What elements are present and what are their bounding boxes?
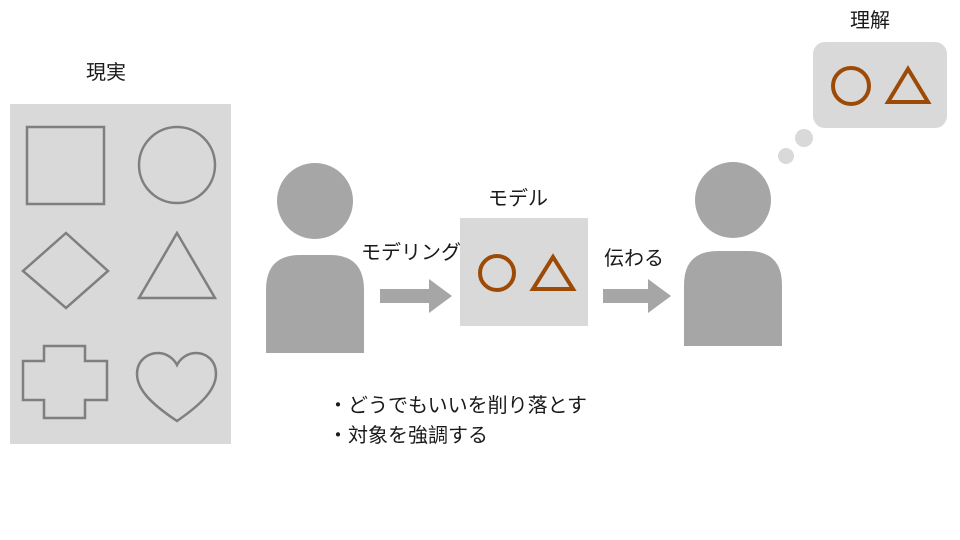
understanding-title: 理解 [850, 8, 890, 32]
note-item: ・対象を強調する [328, 423, 488, 447]
understanding-bubble [813, 42, 947, 128]
right-person-head [695, 162, 771, 238]
reality-title: 現実 [86, 60, 126, 84]
model-triangle-icon [529, 253, 577, 291]
understanding-circle-icon [831, 66, 871, 106]
circle-shape [137, 125, 217, 205]
right-person-body [684, 251, 782, 346]
understanding-triangle-icon [884, 65, 932, 104]
thought-dot-small [778, 148, 794, 164]
left-person-head [277, 163, 353, 239]
square-shape [25, 125, 106, 206]
model-title: モデル [488, 186, 548, 210]
triangle-shape [136, 230, 218, 300]
reality-panel [10, 104, 231, 444]
left-person-body [266, 255, 364, 353]
modeling-arrow [380, 279, 452, 313]
cross-shape [21, 344, 109, 420]
notes-list: ・どうでもいいを削り落とす ・対象を強調する [328, 390, 587, 450]
transmit-arrow [603, 279, 671, 313]
diamond-shape [21, 231, 110, 310]
thought-dot-large [795, 129, 813, 147]
heart-shape [135, 351, 218, 423]
transmit-label: 伝わる [604, 246, 664, 270]
model-circle-icon [478, 254, 516, 292]
note-item: ・どうでもいいを削り落とす [328, 393, 587, 417]
modeling-label: モデリング [361, 240, 461, 264]
